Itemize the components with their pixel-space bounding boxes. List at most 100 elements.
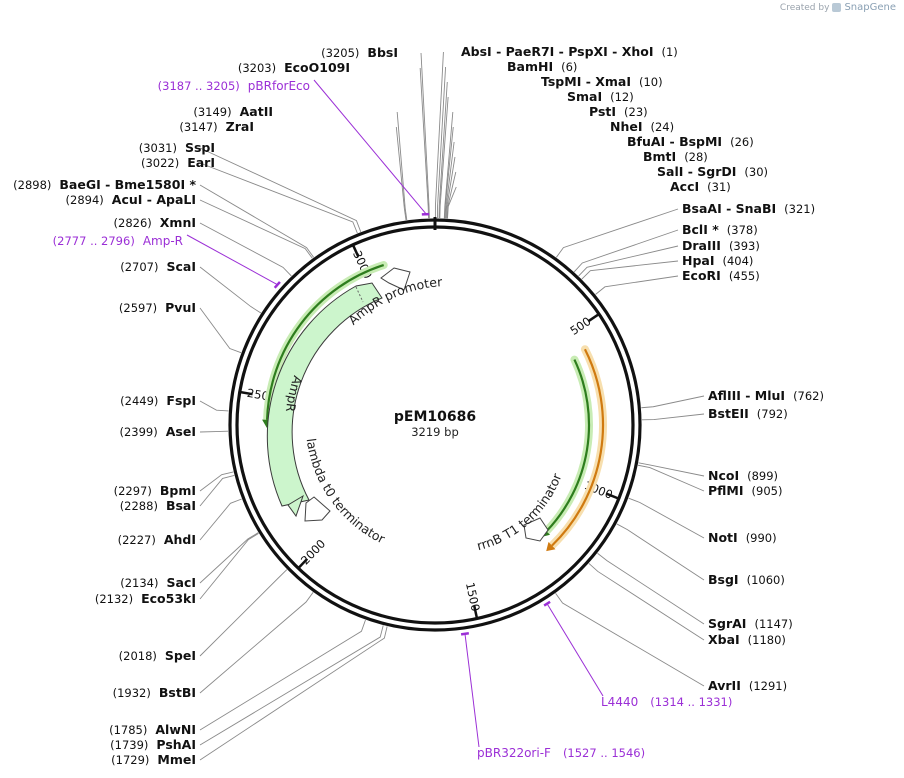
feature-bars bbox=[262, 261, 607, 552]
site-position: (2227) bbox=[118, 533, 156, 547]
site-name: SspI bbox=[185, 140, 215, 155]
site-name: XbaI bbox=[708, 632, 740, 647]
feature-label-lambda-t0-terminator: lambda t0 terminator bbox=[304, 437, 388, 546]
site-position: (393) bbox=[729, 239, 760, 253]
site-leader-mmei bbox=[199, 626, 388, 761]
site-leader-xbai bbox=[588, 563, 705, 641]
primer-mark-amp-r bbox=[273, 281, 281, 289]
tick-mark-1500 bbox=[473, 605, 479, 619]
tick-mark-2000 bbox=[297, 557, 309, 570]
ampr-cds-divider bbox=[355, 286, 364, 303]
credit-brand: SnapGene bbox=[844, 2, 896, 13]
site-label-pvui: (2597)PvuI bbox=[119, 300, 196, 315]
site-name: FspI bbox=[166, 393, 196, 408]
site-position: (1180) bbox=[748, 633, 786, 647]
site-label-aatii: (3149) AatII bbox=[193, 104, 273, 119]
site-label-bcli: BclI *(378) bbox=[682, 222, 758, 237]
site-leader-fspi bbox=[199, 400, 229, 412]
site-position: (1932) bbox=[113, 686, 151, 700]
site-name: ScaI bbox=[167, 259, 197, 274]
site-label-asei: (2399)AseI bbox=[120, 424, 197, 439]
site-label-bfuai-bspmi: BfuAI - BspMI(26) bbox=[627, 134, 754, 149]
feature-bar-arrowhead-1 bbox=[546, 542, 556, 552]
site-leader-zrai bbox=[395, 126, 407, 221]
site-label-xbai: XbaI (1180) bbox=[708, 632, 786, 647]
site-name: BclI * bbox=[682, 222, 719, 237]
site-name: PvuI bbox=[165, 300, 196, 315]
site-position: (2297) bbox=[114, 484, 152, 498]
site-leader-bfuai-bspmi bbox=[445, 141, 455, 219]
primer-leader-pbr322ori-f bbox=[464, 634, 480, 748]
site-position: (30) bbox=[744, 165, 768, 179]
site-leader-nhei bbox=[444, 126, 454, 219]
site-name: PshAI bbox=[156, 737, 196, 752]
site-leader-pshai bbox=[199, 625, 384, 746]
site-label-bsai: (2288)BsaI bbox=[120, 498, 196, 513]
site-label-xmni: (2826)XmnI bbox=[114, 215, 196, 230]
site-name: AhdI bbox=[164, 532, 196, 547]
site-position: (3203) bbox=[238, 61, 276, 75]
site-position: (792) bbox=[757, 407, 788, 421]
primer-leader-l4440 bbox=[547, 604, 604, 697]
site-leader-bsgi bbox=[616, 523, 705, 581]
site-name: BsaI bbox=[166, 498, 196, 513]
site-name: AlwNI bbox=[155, 722, 196, 737]
primer-name: pBRforEco bbox=[248, 79, 310, 93]
site-leader-bsaai-snabi bbox=[556, 208, 679, 258]
ampr-cds bbox=[266, 282, 383, 518]
site-name: BstEII bbox=[708, 406, 749, 421]
site-leader-acci bbox=[447, 186, 457, 219]
site-name: PstI bbox=[589, 104, 616, 119]
site-label-eco53ki: (2132) Eco53kI bbox=[95, 591, 196, 606]
site-position: (990) bbox=[746, 531, 777, 545]
site-label-ecoo109i: (3203)EcoO109I bbox=[238, 60, 350, 75]
site-name: AbsI - PaeR7I - PspXI - XhoI bbox=[461, 44, 654, 59]
plasmid-name: pEM10686 bbox=[394, 409, 476, 425]
site-name: NheI bbox=[610, 119, 643, 134]
site-leader-ecori bbox=[595, 275, 679, 295]
primer-range: (3187 .. 3205) bbox=[158, 79, 240, 93]
primer-range: (2777 .. 2796) bbox=[53, 234, 135, 248]
site-position: (3022) bbox=[141, 156, 179, 170]
site-label-zrai: (3147)ZraI bbox=[179, 119, 254, 134]
site-name: BbsI bbox=[367, 45, 398, 60]
rrnb-t1-terminator-icon bbox=[523, 517, 549, 542]
ampr-cds-arrowhead bbox=[287, 494, 304, 518]
site-name: BpmI bbox=[160, 483, 196, 498]
primer-name: pBR322ori-F bbox=[477, 746, 551, 760]
site-name: BsgI bbox=[708, 572, 739, 587]
site-label-tspmi-xmai: TspMI - XmaI(10) bbox=[541, 74, 663, 89]
site-leader-bamhi bbox=[436, 66, 447, 219]
site-leader-asei bbox=[199, 430, 229, 433]
site-label-mmei: (1729)MmeI bbox=[111, 752, 196, 767]
site-name: AatII bbox=[240, 104, 273, 119]
site-leader-pflmi bbox=[637, 464, 705, 492]
credit-text: Created by bbox=[779, 2, 830, 13]
site-leader-bcli bbox=[573, 229, 679, 273]
site-label-alwni: (1785)AlwNI bbox=[109, 722, 196, 737]
site-leader-scai bbox=[199, 266, 262, 314]
site-label-noti: NotI(990) bbox=[708, 530, 777, 545]
primer-range: (1527 .. 1546) bbox=[563, 746, 645, 760]
site-position: (905) bbox=[752, 484, 783, 498]
site-name: EarI bbox=[187, 155, 215, 170]
site-name: Eco53kI bbox=[141, 591, 196, 606]
site-name: AvrII bbox=[708, 678, 741, 693]
site-name: AseI bbox=[166, 424, 196, 439]
site-leader-baegi-bme1580i bbox=[199, 184, 314, 258]
primer-leader-lines bbox=[186, 79, 604, 748]
site-name: BstBI bbox=[159, 685, 196, 700]
ampr-promoter-arrow-icon bbox=[380, 267, 411, 291]
site-label-bmti: BmtI(28) bbox=[643, 149, 708, 164]
tick-mark-500 bbox=[587, 313, 600, 323]
site-position: (3149) bbox=[193, 105, 231, 119]
site-position: (28) bbox=[684, 150, 708, 164]
site-leader-pvui bbox=[199, 307, 242, 354]
site-label-bamhi: BamHI(6) bbox=[507, 59, 577, 74]
primer-labels: L4440(1314 .. 1331)pBR322ori-F(1527 .. 1… bbox=[53, 79, 733, 760]
site-name: TspMI - XmaI bbox=[541, 74, 631, 89]
site-label-scai: (2707)ScaI bbox=[120, 259, 196, 274]
site-position: (1291) bbox=[749, 679, 787, 693]
site-position: (2132) bbox=[95, 592, 133, 606]
site-leader-sgrai bbox=[597, 552, 705, 625]
